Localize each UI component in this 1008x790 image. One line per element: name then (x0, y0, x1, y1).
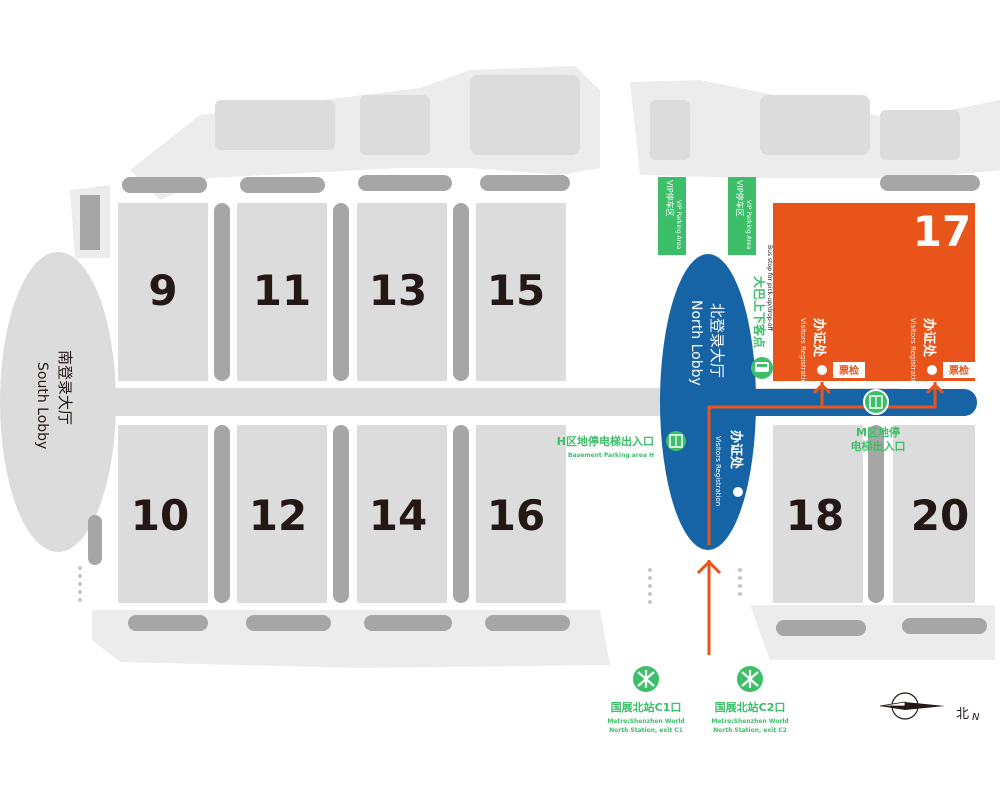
registration-cn: 办证处 (811, 318, 827, 358)
elevator-icon-m (863, 389, 889, 415)
parking-h-cn: H区地停电梯出入口 (557, 434, 654, 448)
compass-icon (879, 692, 945, 720)
dots (78, 566, 742, 604)
main-corridor (95, 388, 665, 416)
metro-icon (737, 666, 763, 692)
pill (246, 615, 331, 631)
hall-label: 15 (487, 266, 545, 315)
registration-en: Visitors Registration (909, 318, 917, 388)
registration-cn: 办证处 (921, 318, 937, 358)
vip-parking-2[interactable] (728, 177, 756, 255)
upper-halls (118, 175, 570, 381)
hall-16[interactable] (476, 425, 566, 603)
hall-label: 11 (253, 266, 311, 315)
hall-17[interactable] (773, 203, 975, 381)
pill (480, 175, 570, 191)
south-lobby-cn: 南登录大厅 (56, 350, 74, 425)
bus-stop-en: Bus stop for pick-up/drop-off (766, 245, 773, 332)
registration-dot (817, 365, 827, 375)
registration-dot (733, 487, 743, 497)
hall-15[interactable] (476, 203, 566, 381)
hall-label: 13 (369, 266, 427, 315)
vip-parking-label: VIP停车区 (665, 180, 675, 217)
hall-label: 10 (131, 491, 189, 540)
hall-label: 16 (487, 491, 545, 540)
hall-label: 14 (369, 491, 427, 540)
pill (776, 620, 866, 636)
separator (333, 203, 349, 381)
hall-11[interactable] (237, 203, 327, 381)
metro-icon (633, 666, 659, 692)
south-lobby-area[interactable] (0, 252, 116, 552)
bus-icon (751, 357, 773, 379)
hall-label: 12 (249, 491, 307, 540)
separator (453, 425, 469, 603)
parking-m-cn2: 电梯出入口 (851, 439, 906, 453)
east-walkway (700, 389, 977, 416)
site-detail-shapes (80, 75, 960, 250)
pill (240, 177, 325, 193)
lower-halls (88, 425, 570, 631)
route-arrowheads (696, 382, 945, 575)
hall-14[interactable] (357, 425, 447, 603)
pill (364, 615, 452, 631)
metro-c2-en2: North Station, exit C2 (713, 727, 787, 734)
separator (868, 425, 884, 603)
north-lobby-en: North Lobby (688, 300, 704, 386)
metro-c1-cn: 国展北站C1口 (611, 700, 682, 714)
hall-10[interactable] (118, 425, 208, 603)
hall-18[interactable] (773, 425, 863, 603)
vip-parking-1[interactable] (658, 177, 686, 255)
registration-en: Visitors Registration (799, 318, 807, 388)
vip-parking-label-en: VIP Parking Area (675, 200, 682, 250)
vip-parking-label: VIP停车区 (735, 180, 745, 217)
pill (902, 618, 987, 634)
metro-c2-en1: Metro:Shenzhen World (711, 718, 788, 725)
pill (128, 615, 208, 631)
north-lobby-cn: 北登录大厅 (708, 303, 726, 378)
north-lobby-area[interactable] (660, 254, 756, 550)
separator (333, 425, 349, 603)
pill (122, 177, 207, 193)
pill (485, 615, 570, 631)
bus-stop-cn: 大巴上下客点 (752, 276, 767, 348)
ticket-check-label: 票检 (839, 364, 859, 377)
registration-en: Visitors Registration (714, 436, 722, 506)
metro-c1-en2: North Station, exit C1 (609, 727, 683, 734)
parking-m-cn1: M区地停 (856, 425, 900, 439)
compass-label: 北 (956, 707, 969, 722)
hall-label: 9 (148, 266, 177, 315)
pill (358, 175, 452, 191)
hall-13[interactable] (357, 203, 447, 381)
metro-c2-cn: 国展北站C2口 (715, 700, 786, 714)
ticket-check-box (833, 362, 865, 378)
pill (880, 175, 980, 191)
vip-parking-label-en: VIP Parking Area (745, 200, 752, 250)
ticket-check-box (943, 362, 975, 378)
hall-12[interactable] (237, 425, 327, 603)
separator (453, 203, 469, 381)
hall-label: 18 (786, 491, 844, 540)
separator (214, 203, 230, 381)
parking-h-en: Basement Parking area H (568, 452, 654, 459)
compass-sub: N (972, 712, 980, 723)
pill (88, 515, 102, 565)
hall-label: 17 (913, 207, 971, 256)
east-halls (773, 175, 987, 636)
hall-20[interactable] (893, 425, 975, 603)
separator (214, 425, 230, 603)
south-lobby-en: South Lobby (34, 362, 50, 449)
hall-label: 20 (911, 491, 969, 540)
metro-c1-en1: Metro:Shenzhen World (607, 718, 684, 725)
hall-9[interactable] (118, 203, 208, 381)
ticket-check-label: 票检 (949, 364, 969, 377)
registration-cn: 办证处 (728, 430, 744, 470)
elevator-icon-h (666, 431, 686, 451)
registration-dot (927, 365, 937, 375)
